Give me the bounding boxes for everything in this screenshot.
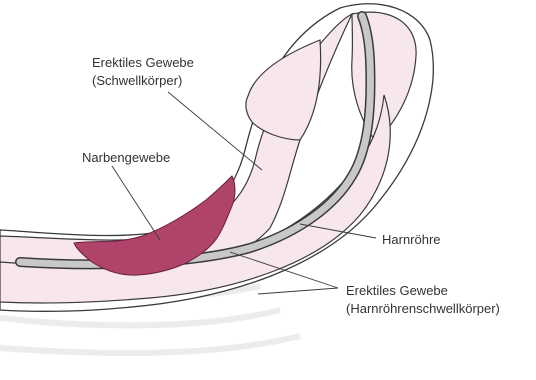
label-erectile-tissue-top-1: Erektiles Gewebe bbox=[92, 54, 194, 71]
label-urethra: Harnröhre bbox=[382, 231, 441, 248]
label-erectile-tissue-bottom-2: (Harnröhrenschwellkörper) bbox=[346, 300, 500, 317]
label-erectile-tissue-bottom-1: Erektiles Gewebe bbox=[346, 282, 448, 299]
label-scar-tissue: Narbengewebe bbox=[82, 149, 170, 166]
leader-lower-2 bbox=[258, 288, 338, 294]
label-erectile-tissue-top-2: (Schwellkörper) bbox=[92, 72, 182, 89]
leader-scar bbox=[112, 166, 160, 240]
